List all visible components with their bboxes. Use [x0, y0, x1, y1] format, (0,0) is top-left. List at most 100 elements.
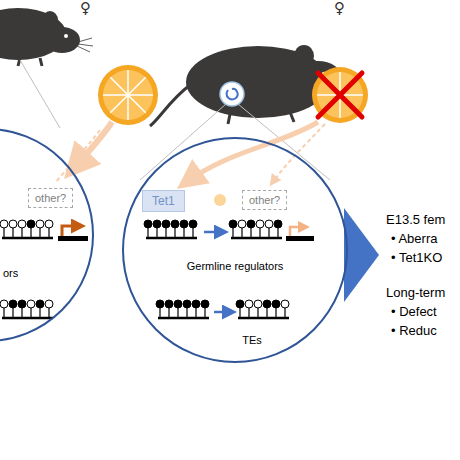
gene-body [58, 236, 88, 241]
dna-line [146, 237, 197, 240]
cpg [174, 300, 182, 308]
stem [259, 228, 260, 238]
diet-arrow [55, 130, 100, 183]
cpg [144, 220, 152, 228]
result-item: • Aberra [391, 231, 437, 246]
stem [275, 308, 276, 318]
stem [168, 308, 169, 318]
stem [232, 228, 233, 238]
stem [165, 228, 166, 238]
dna-line [2, 317, 53, 320]
cpg [18, 300, 26, 308]
cpg [156, 300, 164, 308]
gene-body [286, 236, 314, 241]
stem [21, 308, 22, 318]
stem [266, 308, 267, 318]
stem [195, 308, 196, 318]
stem [241, 228, 242, 238]
cpg-lollipops [0, 220, 289, 318]
cpg [229, 220, 237, 228]
stem [239, 308, 240, 318]
result-item: • Defect [391, 304, 437, 319]
stem [192, 228, 193, 238]
cpg [171, 220, 179, 228]
dna-line [158, 317, 209, 320]
female-symbol: ♀ [80, 1, 91, 16]
cpg [36, 300, 44, 308]
segment-line [110, 95, 128, 113]
segment-line [128, 77, 146, 95]
segment-line [110, 77, 128, 95]
cpg [27, 300, 35, 308]
stem [186, 308, 187, 318]
diet-arrow [272, 124, 325, 183]
dna-line [231, 237, 282, 240]
cpg [153, 220, 161, 228]
stem [39, 308, 40, 318]
stem [268, 228, 269, 238]
gene-label: ors [3, 267, 18, 280]
result-item: • Reduc [391, 323, 437, 338]
zoom-line [140, 104, 330, 180]
stem [257, 308, 258, 318]
stem [12, 228, 13, 238]
stem [250, 228, 251, 238]
stem [48, 308, 49, 318]
cpg [272, 300, 280, 308]
cpg [0, 220, 8, 228]
stem [248, 308, 249, 318]
result-heading: E13.5 fem [386, 212, 445, 227]
cpg [245, 300, 253, 308]
red-cross [318, 73, 362, 117]
stem [12, 308, 13, 318]
stem [30, 228, 31, 238]
segment-line [127, 70, 129, 95]
stem [3, 228, 4, 238]
mouse-left [0, 8, 93, 66]
diet-arrow [72, 122, 112, 170]
box-text: Tet1 [152, 194, 175, 208]
cpg [165, 300, 173, 308]
change-arrow [214, 311, 232, 314]
zoom-line [20, 60, 60, 128]
result-heading: Long-term [386, 285, 445, 300]
segment-line [128, 95, 146, 113]
cpg [9, 300, 17, 308]
unknown-factor-box: other? [28, 188, 73, 208]
cpg [162, 220, 170, 228]
cpg [254, 300, 262, 308]
dna-line [238, 317, 289, 320]
stem [147, 228, 148, 238]
segment-line [128, 94, 153, 96]
cpg [36, 220, 44, 228]
change-arrow [204, 231, 224, 234]
cpg [45, 220, 53, 228]
orange [312, 67, 368, 123]
cpg [201, 300, 209, 308]
stem [177, 308, 178, 318]
stem [277, 228, 278, 238]
box-text: other? [35, 192, 66, 204]
cpg [9, 220, 17, 228]
female-symbol: ♀ [334, 1, 345, 16]
cpg [27, 220, 35, 228]
cpg [236, 300, 244, 308]
cpg [274, 220, 282, 228]
cpg [265, 220, 273, 228]
stem [21, 228, 22, 238]
unknown-factor-box: other? [242, 190, 287, 210]
te-label: TEs [242, 334, 262, 347]
orange [98, 65, 158, 125]
cpg [180, 220, 188, 228]
stem [3, 308, 4, 318]
stem [39, 228, 40, 238]
stem [159, 308, 160, 318]
box-text: other? [249, 194, 280, 206]
cpg [256, 220, 264, 228]
stem [156, 228, 157, 238]
cpg [238, 220, 246, 228]
segment-line [127, 95, 129, 120]
cpg [189, 220, 197, 228]
cpg [263, 300, 271, 308]
